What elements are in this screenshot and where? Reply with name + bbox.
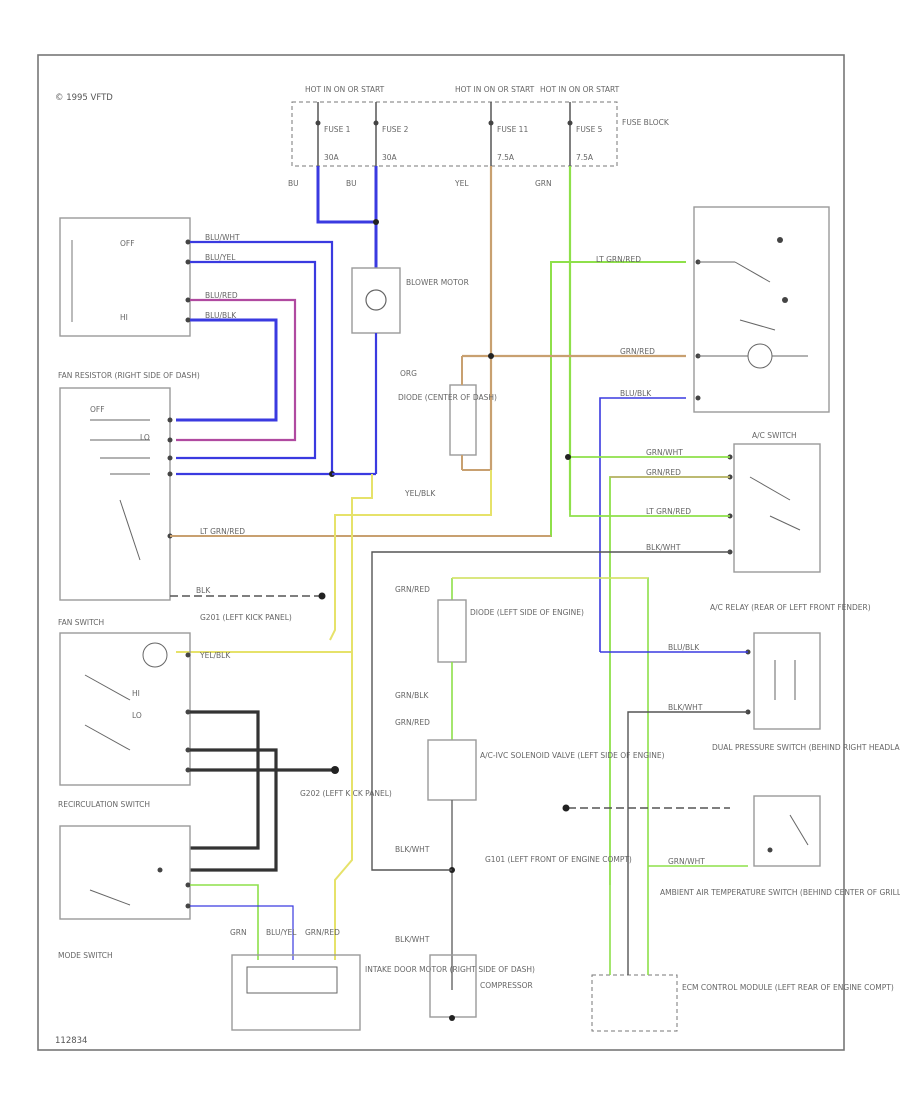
svg-text:GRN: GRN bbox=[535, 179, 552, 188]
diagram-frame bbox=[37, 54, 845, 1051]
svg-text:BLU/YEL: BLU/YEL bbox=[266, 928, 297, 937]
svg-text:BLU/BLK: BLU/BLK bbox=[668, 643, 700, 652]
svg-text:GRN/WHT: GRN/WHT bbox=[646, 448, 683, 457]
svg-text:BU: BU bbox=[346, 179, 357, 188]
ambient-switch-label: AMBIENT AIR TEMPERATURE SWITCH (BEHIND C… bbox=[660, 888, 900, 897]
compressor: COMPRESSOR bbox=[429, 954, 533, 1021]
svg-text:BLU/BLK: BLU/BLK bbox=[205, 311, 237, 320]
svg-text:BLOWER MOTOR: BLOWER MOTOR bbox=[406, 278, 469, 287]
svg-text:OFF: OFF bbox=[90, 405, 105, 414]
svg-text:INTAKE DOOR MOTOR (RIGHT SIDE: INTAKE DOOR MOTOR (RIGHT SIDE OF DASH) bbox=[365, 965, 535, 974]
svg-text:BLU/YEL: BLU/YEL bbox=[205, 253, 236, 262]
svg-text:GRN/RED: GRN/RED bbox=[395, 718, 430, 727]
svg-text:BLK/WHT: BLK/WHT bbox=[395, 935, 430, 944]
ecm-module: ECM CONTROL MODULE (LEFT REAR OF ENGINE … bbox=[591, 885, 894, 1032]
svg-text:BLU/BLK: BLU/BLK bbox=[620, 389, 652, 398]
org-red-wire: GRN/RED bbox=[462, 347, 686, 359]
svg-text:DUAL PRESSURE SWITCH (BEHIND R: DUAL PRESSURE SWITCH (BEHIND RIGHT HEADL… bbox=[712, 743, 900, 752]
svg-text:FUSE 2: FUSE 2 bbox=[382, 125, 409, 134]
svg-text:LT GRN/RED: LT GRN/RED bbox=[200, 527, 245, 536]
svg-text:DIODE (CENTER OF DASH): DIODE (CENTER OF DASH) bbox=[398, 393, 497, 402]
ground-g201: BLK G201 (LEFT KICK PANEL) bbox=[170, 586, 326, 622]
svg-text:GRN/RED: GRN/RED bbox=[646, 468, 681, 477]
svg-text:LO: LO bbox=[140, 433, 150, 442]
svg-text:LT GRN/RED: LT GRN/RED bbox=[646, 507, 691, 516]
blue-harness: BLU/WHT BLU/YEL BLU/RED BLU/BLK bbox=[176, 233, 376, 477]
engine-diode: GRN/RED DIODE (LEFT SIDE OF ENGINE) GRN/… bbox=[371, 577, 665, 990]
svg-text:BLK/WHT: BLK/WHT bbox=[646, 543, 681, 552]
svg-text:7.5A: 7.5A bbox=[497, 153, 515, 162]
svg-text:LT GRN/RED: LT GRN/RED bbox=[596, 255, 641, 264]
footer-code: 112834 bbox=[55, 1036, 87, 1046]
fuse-feed-wires bbox=[316, 166, 572, 510]
svg-text:YEL/BLK: YEL/BLK bbox=[404, 489, 436, 498]
svg-text:BLU/WHT: BLU/WHT bbox=[205, 233, 240, 242]
svg-text:HOT IN ON OR START: HOT IN ON OR START bbox=[540, 85, 620, 94]
svg-text:HI: HI bbox=[132, 689, 140, 698]
diode-center-dash: ORG DIODE (CENTER OF DASH) bbox=[398, 356, 497, 471]
svg-text:GRN/WHT: GRN/WHT bbox=[668, 857, 705, 866]
svg-text:HOT IN ON OR START: HOT IN ON OR START bbox=[455, 85, 535, 94]
svg-text:YEL: YEL bbox=[454, 179, 469, 188]
svg-text:FUSE 5: FUSE 5 bbox=[576, 125, 603, 134]
svg-text:GRN: GRN bbox=[230, 928, 247, 937]
svg-text:FUSE 11: FUSE 11 bbox=[497, 125, 528, 134]
svg-text:BLU/RED: BLU/RED bbox=[205, 291, 238, 300]
fan-switch: FAN SWITCH HI LO bbox=[58, 618, 191, 786]
svg-text:G202 (LEFT KICK PANEL): G202 (LEFT KICK PANEL) bbox=[300, 789, 392, 798]
svg-text:FUSE 1: FUSE 1 bbox=[324, 125, 351, 134]
svg-text:YEL/BLK: YEL/BLK bbox=[199, 651, 231, 660]
svg-text:GRN/RED: GRN/RED bbox=[395, 585, 430, 594]
svg-text:BU: BU bbox=[288, 179, 299, 188]
svg-text:OFF: OFF bbox=[120, 239, 135, 248]
svg-text:FUSE BLOCK: FUSE BLOCK bbox=[622, 118, 670, 127]
lt-grn-red-wire: LT GRN/RED LT GRN/RED bbox=[170, 255, 686, 537]
svg-text:BLK/WHT: BLK/WHT bbox=[668, 703, 703, 712]
ground-g101: G101 (LEFT FRONT OF ENGINE COMPT) bbox=[485, 804, 730, 864]
recirculation-switch: RECIRCULATION SWITCH bbox=[58, 800, 191, 920]
intake-door-motor: INTAKE DOOR MOTOR (RIGHT SIDE OF DASH) bbox=[231, 954, 535, 1031]
svg-text:GRN/RED: GRN/RED bbox=[305, 928, 340, 937]
ac-switch: A/C SWITCH GRN/WHT GRN/RED LT GRN/RED BL… bbox=[371, 431, 821, 885]
svg-text:BLK: BLK bbox=[196, 586, 211, 595]
svg-text:FAN SWITCH: FAN SWITCH bbox=[58, 618, 104, 627]
intake-door-wires: GRN BLU/YEL GRN/RED bbox=[190, 652, 353, 960]
svg-text:GRN/RED: GRN/RED bbox=[620, 347, 655, 356]
fuse-block: HOT IN ON OR START HOT IN ON OR START HO… bbox=[288, 85, 670, 188]
mode-switch-label: MODE SWITCH bbox=[58, 951, 113, 960]
svg-text:ECM CONTROL MODULE (LEFT REAR: ECM CONTROL MODULE (LEFT REAR OF ENGINE … bbox=[682, 983, 894, 992]
svg-text:30A: 30A bbox=[382, 153, 398, 162]
svg-text:30A: 30A bbox=[324, 153, 340, 162]
svg-text:A/C-IVC SOLENOID VALVE (LEFT S: A/C-IVC SOLENOID VALVE (LEFT SIDE OF ENG… bbox=[480, 751, 665, 760]
svg-text:LO: LO bbox=[132, 711, 142, 720]
blu-blk-relay-wire: BLU/BLK bbox=[599, 389, 686, 652]
svg-text:ORG: ORG bbox=[400, 369, 417, 378]
svg-text:DIODE (LEFT SIDE OF ENGINE): DIODE (LEFT SIDE OF ENGINE) bbox=[470, 608, 584, 617]
svg-text:COMPRESSOR: COMPRESSOR bbox=[480, 981, 533, 990]
svg-text:GRN/BLK: GRN/BLK bbox=[395, 691, 429, 700]
svg-text:G201 (LEFT KICK PANEL): G201 (LEFT KICK PANEL) bbox=[200, 613, 292, 622]
svg-text:HOT IN ON OR START: HOT IN ON OR START bbox=[305, 85, 385, 94]
resistor-block-top: OFF HI bbox=[59, 217, 191, 337]
blower-motor: BLOWER MOTOR bbox=[351, 267, 469, 474]
svg-text:A/C RELAY (REAR OF LEFT FRONT: A/C RELAY (REAR OF LEFT FRONT FENDER) bbox=[710, 603, 871, 612]
yel-blk-wire: YEL/BLK YEL/BLK bbox=[176, 470, 492, 660]
svg-text:FAN RESISTOR (RIGHT SIDE OF DA: FAN RESISTOR (RIGHT SIDE OF DASH) bbox=[58, 371, 200, 380]
svg-text:7.5A: 7.5A bbox=[576, 153, 594, 162]
svg-text:A/C SWITCH: A/C SWITCH bbox=[752, 431, 797, 440]
ac-relay: A/C RELAY (REAR OF LEFT FRONT FENDER) BL… bbox=[600, 603, 871, 885]
dual-pressure-switch: DUAL PRESSURE SWITCH (BEHIND RIGHT HEADL… bbox=[648, 743, 900, 867]
svg-text:BLK/WHT: BLK/WHT bbox=[395, 845, 430, 854]
svg-text:G101 (LEFT FRONT OF ENGINE COM: G101 (LEFT FRONT OF ENGINE COMPT) bbox=[485, 855, 632, 864]
svg-text:RECIRCULATION SWITCH: RECIRCULATION SWITCH bbox=[58, 800, 150, 809]
copyright-text: © 1995 VFTD bbox=[55, 93, 113, 103]
svg-text:HI: HI bbox=[120, 313, 128, 322]
fan-resistor: FAN RESISTOR (RIGHT SIDE OF DASH) OFF LO bbox=[58, 371, 200, 601]
relay-box-top-right bbox=[693, 206, 830, 413]
black-harness: G202 (LEFT KICK PANEL) bbox=[190, 710, 392, 872]
